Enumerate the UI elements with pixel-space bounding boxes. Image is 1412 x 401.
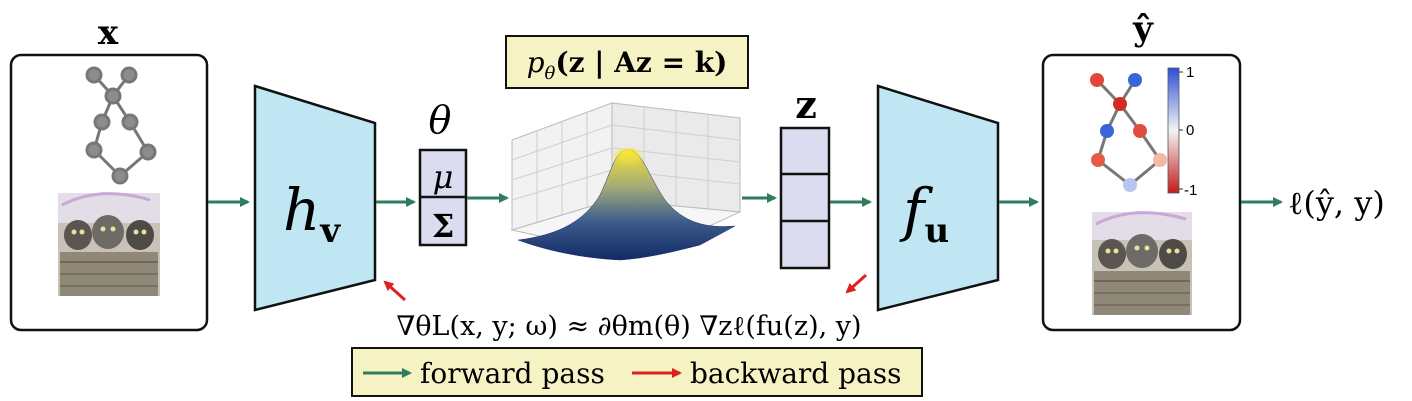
backward-arrow-right	[845, 273, 868, 294]
distribution-formula-box	[505, 35, 749, 89]
legend-backward-label: backward pass	[690, 357, 902, 390]
encoder-network	[253, 84, 377, 312]
output-cat-photo	[1092, 211, 1192, 315]
backward-arrow-left	[383, 280, 407, 302]
latent-label: z	[795, 82, 817, 127]
legend-forward-label: forward pass	[420, 357, 605, 390]
output-colorbar	[1167, 67, 1180, 194]
sigma-label: Σ	[432, 207, 455, 245]
decoder-network	[876, 84, 1000, 312]
colorbar-mid-label: 0	[1186, 122, 1194, 139]
colorbar-max-label: 1	[1186, 64, 1194, 81]
gaussian-surface-plot	[510, 102, 742, 261]
gradient-formula: ∇θL(x, y; ω) ≈ ∂θm(θ) ∇zℓ(fu(z), y)	[396, 311, 861, 342]
distribution-formula: pθ(z | Az = k)	[527, 46, 728, 84]
latent-vector	[779, 126, 831, 270]
output-graph-icon	[1090, 73, 1167, 192]
input-label: x	[98, 13, 119, 53]
encoder-label: hv	[283, 176, 341, 251]
input-graph-icon	[85, 66, 157, 185]
theta-label: θ	[429, 98, 452, 142]
input-cat-photo	[58, 192, 160, 296]
mu-label: μ	[433, 158, 454, 196]
output-label: ŷ	[1132, 9, 1154, 49]
loss-formula: ℓ(ŷ, y)	[1288, 184, 1385, 222]
colorbar-min-label: -1	[1184, 182, 1197, 199]
